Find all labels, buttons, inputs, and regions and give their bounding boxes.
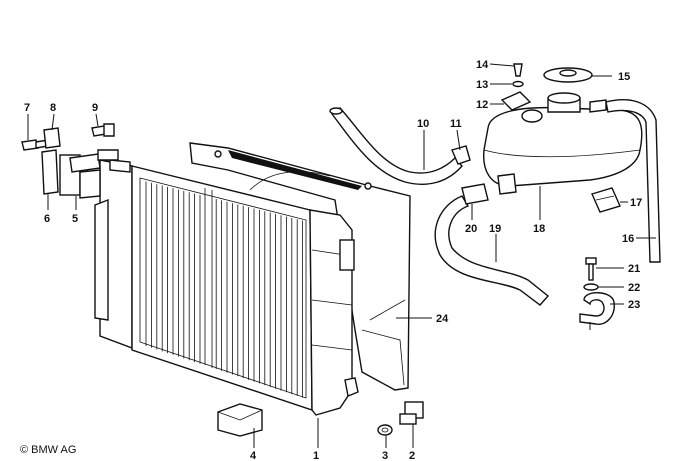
hose-bracket — [591, 187, 621, 213]
tank-mount-parts — [500, 63, 532, 111]
callout-7: 7 — [24, 102, 30, 114]
callout-6: 6 — [44, 213, 50, 225]
callout-22: 22 — [628, 282, 640, 294]
callout-23: 23 — [628, 299, 640, 311]
callout-4: 4 — [250, 450, 257, 461]
callout-17: 17 — [630, 197, 642, 209]
callout-8: 8 — [50, 102, 56, 114]
bottom-parts — [217, 401, 424, 437]
callout-9: 9 — [92, 102, 98, 114]
callout-10: 10 — [417, 118, 429, 130]
callout-24: 24 — [436, 313, 449, 325]
fan-shroud — [189, 142, 411, 391]
overflow-hose — [605, 99, 661, 263]
leader-lines — [27, 63, 656, 448]
callout-11: 11 — [450, 118, 462, 130]
callout-2: 2 — [409, 450, 415, 461]
callout-15: 15 — [618, 71, 630, 83]
callout-20: 20 — [465, 223, 477, 235]
left-mounting-parts — [21, 123, 119, 199]
callout-1: 1 — [313, 450, 319, 461]
lower-hose — [434, 183, 550, 306]
upper-hose — [329, 107, 471, 185]
callout-14: 14 — [476, 59, 489, 71]
callout-3: 3 — [382, 450, 388, 461]
callout-labels: 1 2 3 4 5 6 7 8 9 10 11 12 13 14 15 16 1… — [24, 59, 642, 461]
radiator — [94, 159, 359, 416]
tank-cap — [543, 67, 593, 83]
callout-18: 18 — [533, 223, 545, 235]
expansion-tank — [483, 92, 643, 195]
callout-16: 16 — [622, 233, 634, 245]
callout-5: 5 — [72, 213, 78, 225]
callout-21: 21 — [628, 263, 640, 275]
callout-13: 13 — [476, 79, 488, 91]
copyright-notice: © BMW AG — [20, 444, 77, 456]
mount-hardware — [579, 257, 615, 325]
callout-19: 19 — [489, 223, 501, 235]
callout-12: 12 — [476, 99, 488, 111]
